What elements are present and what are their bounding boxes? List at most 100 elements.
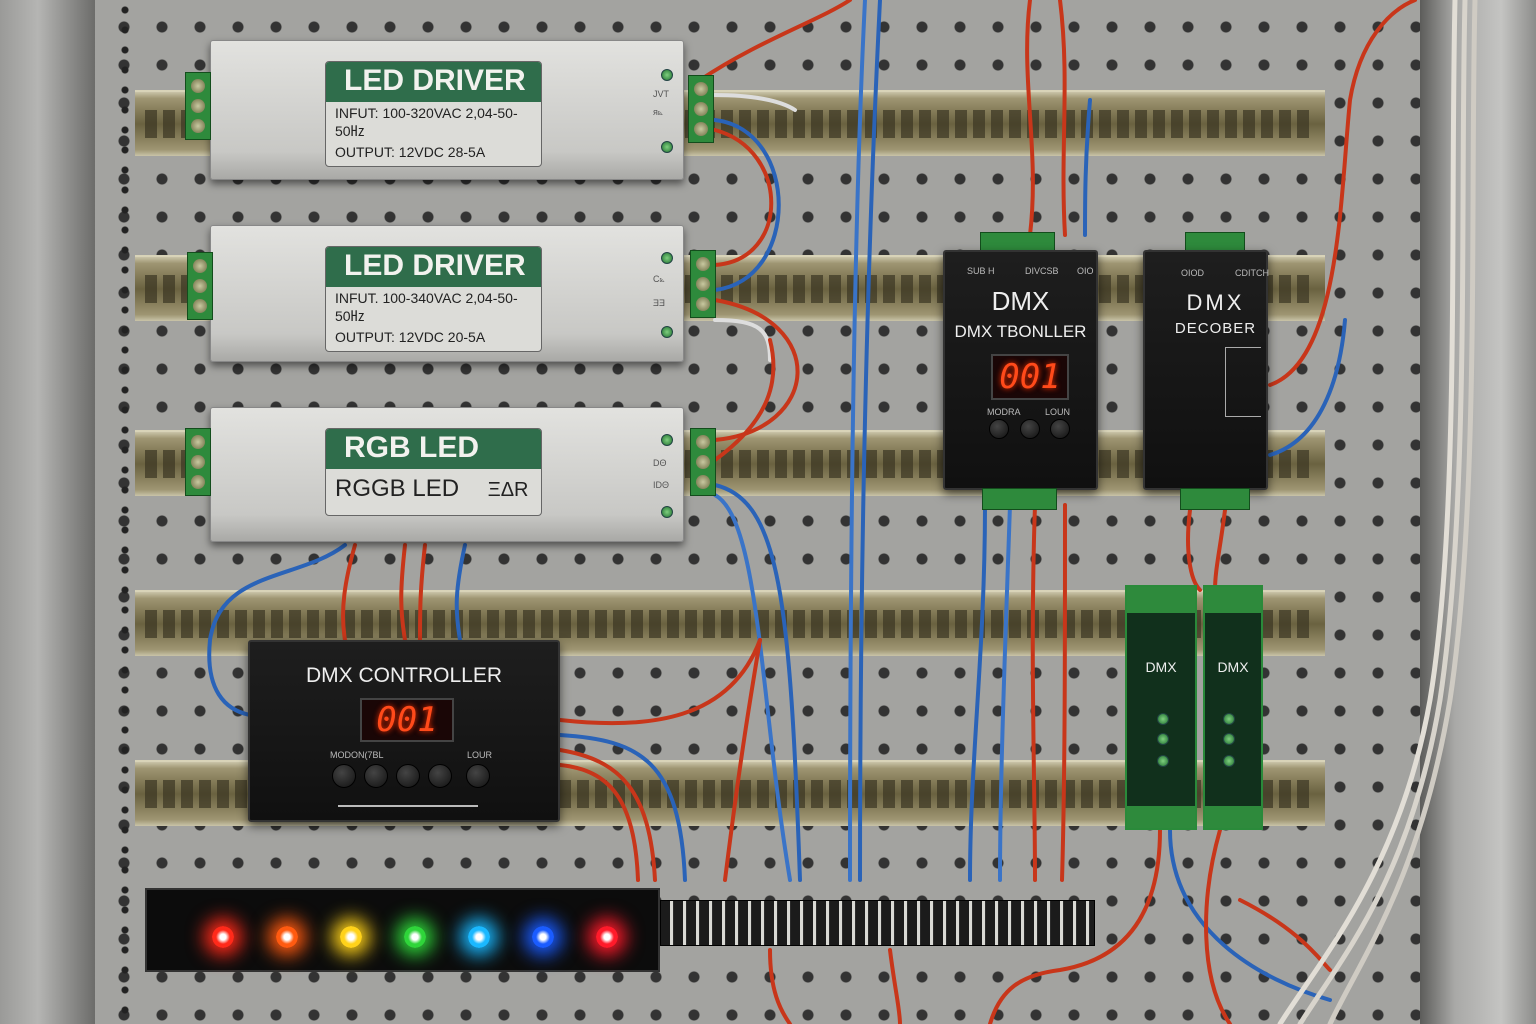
wire-red <box>1025 0 1035 237</box>
button-label: MODRA <box>987 407 1021 417</box>
terminal-block <box>185 428 211 496</box>
screw-icon <box>661 434 673 446</box>
driver-label: LED DRIVER INFUT. 100-340VAC 2,04-50-50㎐… <box>325 246 542 352</box>
terminal-block <box>690 250 716 318</box>
panel-edge-holes <box>118 0 132 1024</box>
wire-blue <box>968 503 987 882</box>
driver-glyph: ΞΔR <box>487 479 529 501</box>
wire-red <box>768 948 792 1024</box>
wire-red <box>1204 828 1232 1024</box>
dmx-controller-module: SUB H DIVCSB OIO DMX DMX TBONLLER 001 MO… <box>943 250 1098 490</box>
driver-output-spec: OUTPUT: 12VDC 28-5A <box>335 144 486 160</box>
driver-side-mark: ƎƎ <box>653 298 666 308</box>
module-mark: DIVCSB <box>1025 266 1059 276</box>
driver-input-spec: INFUT: 100-320VAC 2,04-50-50㎐ <box>335 105 518 139</box>
module-subtitle: DECOBER <box>1174 320 1257 337</box>
screw-icon <box>661 141 673 153</box>
status-led <box>1223 733 1235 745</box>
module-title: DMX <box>1217 659 1249 675</box>
wire-blue <box>858 0 882 882</box>
terminal-block <box>690 428 716 496</box>
driver-input-spec: INFUT. 100-340VAC 2,04-50-50㎐ <box>335 290 518 324</box>
wire-blue <box>207 543 347 717</box>
cabinet-frame-right <box>1420 0 1536 1024</box>
wire-blue <box>1168 828 1332 1002</box>
indicator-led <box>404 926 426 948</box>
wire-red <box>1238 898 1332 972</box>
indicator-led <box>596 926 618 948</box>
screw-icon <box>661 326 673 338</box>
control-button[interactable] <box>1020 419 1040 439</box>
terminal-block <box>982 488 1057 510</box>
control-button[interactable] <box>428 764 452 788</box>
driver-label: RGB LED RGGB LED ΞΔR <box>325 428 542 516</box>
dmx-address-display: 001 <box>360 698 454 742</box>
wire-red <box>723 638 762 882</box>
wire-red <box>558 748 657 882</box>
indicator-led <box>340 926 362 948</box>
indicator-led <box>212 926 234 948</box>
control-button[interactable] <box>1050 419 1070 439</box>
driver-side-mark: ᴙ⦝ <box>653 107 664 117</box>
module-title: DMX <box>1145 659 1177 675</box>
driver-side-mark: JVT <box>653 89 670 99</box>
wire-red <box>341 543 357 642</box>
terminal-block <box>1127 587 1195 613</box>
wire-red <box>713 128 774 267</box>
dmx-slim-module-2: DMX <box>1203 585 1263 830</box>
wire-red <box>713 338 776 462</box>
wire-red <box>1030 503 1037 882</box>
driver-subtitle: RGGB LED <box>335 475 460 502</box>
terminal-block <box>185 72 211 140</box>
wire-red <box>1268 0 1417 387</box>
status-led <box>1157 755 1169 767</box>
driver-title: LED DRIVER <box>326 62 541 102</box>
dmx-controller-title: DMX CONTROLLER <box>305 664 503 687</box>
wire-white-bundle <box>1297 0 1468 1024</box>
wire-blue <box>1268 318 1347 457</box>
wire-white-bundle <box>1277 0 1458 1024</box>
scale-line <box>338 805 478 807</box>
wire-red <box>558 763 640 882</box>
wire-blue <box>713 118 781 292</box>
status-led <box>1223 713 1235 725</box>
driver-label: LED DRIVER INFUT: 100-320VAC 2,04-50-50㎐… <box>325 61 542 167</box>
cabinet-frame-left <box>0 0 95 1024</box>
wire-blue <box>848 0 867 882</box>
wire-blue <box>713 483 802 882</box>
dmx-slim-module-1: DMX <box>1125 585 1197 830</box>
status-led <box>1157 713 1169 725</box>
module-title: DMX <box>991 286 1050 316</box>
indicator-led <box>468 926 490 948</box>
terminal-strip <box>660 900 1095 946</box>
terminal-block <box>1205 587 1261 613</box>
wire-blue <box>713 493 792 882</box>
wire-blue <box>454 543 467 642</box>
indicator-led <box>276 926 298 948</box>
driver-output-spec: OUTPUT: 12VDC 20-5A <box>335 329 486 345</box>
wire-red <box>988 828 1162 1024</box>
control-button[interactable] <box>466 764 490 788</box>
wire-red <box>698 0 852 82</box>
control-button[interactable] <box>989 419 1009 439</box>
module-mark: CDITCH <box>1235 268 1269 278</box>
led-driver-1: LED DRIVER INFUT: 100-320VAC 2,04-50-50㎐… <box>210 40 684 180</box>
dip-switch-area <box>1225 347 1261 417</box>
wire-red <box>888 948 902 1024</box>
driver-side-mark: C⦝ <box>653 274 665 284</box>
led-driver-2: LED DRIVER INFUT. 100-340VAC 2,04-50-50㎐… <box>210 225 684 362</box>
wire-red <box>1186 508 1202 592</box>
wire-white <box>713 318 772 362</box>
driver-title: RGB LED <box>326 429 541 469</box>
module-mark: SUB H <box>967 266 995 276</box>
wire-red <box>558 638 762 726</box>
dmx-address-display: 001 <box>991 354 1069 400</box>
control-button[interactable] <box>396 764 420 788</box>
wire-blue <box>1083 98 1092 237</box>
module-title: DMX <box>1186 290 1245 315</box>
rgb-led-driver: RGB LED RGGB LED ΞΔR DΘ IDΘ <box>210 407 684 542</box>
control-button[interactable] <box>364 764 388 788</box>
button-label: LOUN <box>1045 407 1071 417</box>
control-button[interactable] <box>332 764 356 788</box>
